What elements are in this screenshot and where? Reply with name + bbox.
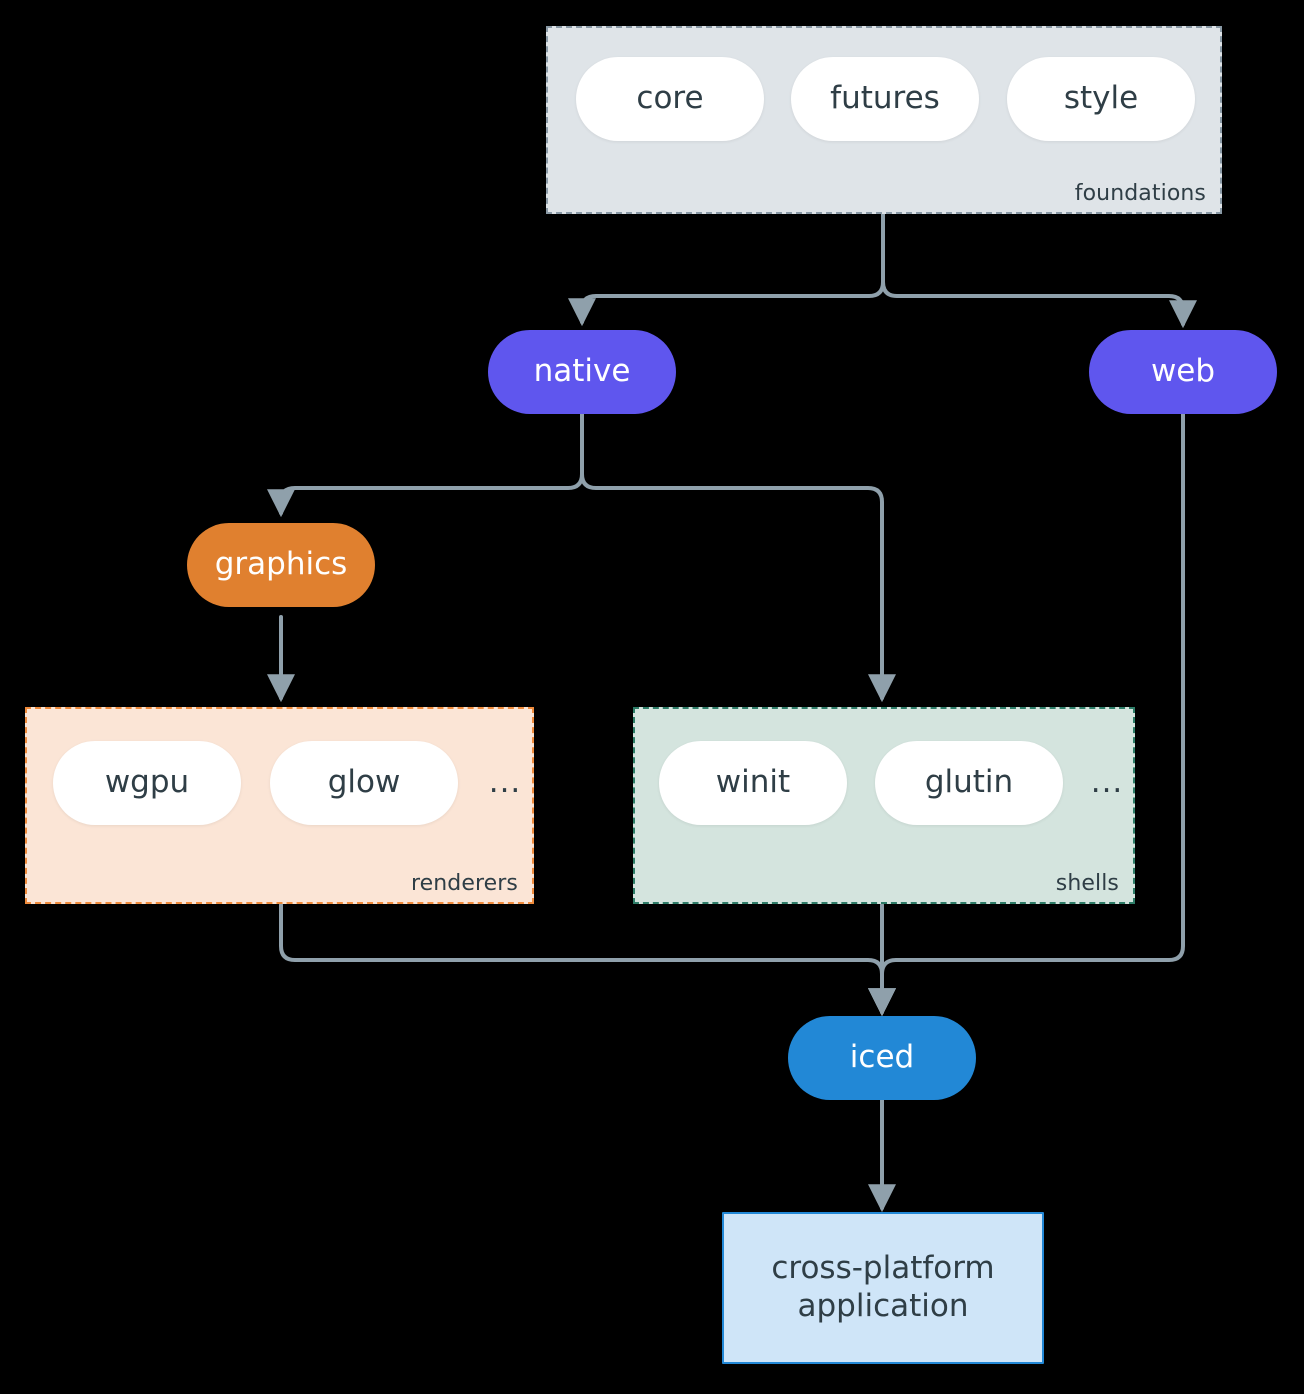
cluster-label-shells: shells — [1055, 871, 1119, 896]
node-shells-more: ... — [1090, 764, 1124, 801]
edge-native-graphics — [267, 412, 584, 518]
edge-foundations-web — [881, 212, 1197, 329]
node-renderers-more: ... — [488, 764, 522, 801]
application-line-2: application — [797, 1288, 969, 1324]
node-glow[interactable]: glow — [270, 741, 458, 825]
node-wgpu[interactable]: wgpu — [53, 741, 241, 825]
node-iced[interactable]: iced — [788, 1016, 976, 1100]
node-native[interactable]: native — [488, 330, 676, 414]
node-style[interactable]: style — [1007, 57, 1195, 141]
node-glutin[interactable]: glutin — [875, 741, 1063, 825]
cluster-foundations: core futures style foundations — [546, 26, 1222, 214]
node-cross-platform-application[interactable]: cross-platform application — [722, 1212, 1044, 1364]
edge-renderers-iced — [279, 903, 896, 1017]
node-web[interactable]: web — [1089, 330, 1277, 414]
node-winit[interactable]: winit — [659, 741, 847, 825]
application-line-1: cross-platform — [771, 1250, 995, 1287]
cluster-label-renderers: renderers — [410, 871, 518, 896]
node-graphics[interactable]: graphics — [187, 523, 375, 607]
cluster-shells: winit glutin ... shells — [633, 707, 1135, 904]
node-core[interactable]: core — [576, 57, 764, 141]
edge-native-shells — [580, 412, 896, 703]
edge-foundations-native — [568, 212, 885, 327]
node-futures[interactable]: futures — [791, 57, 979, 141]
cluster-label-foundations: foundations — [1074, 181, 1206, 206]
cluster-renderers: wgpu glow ... renderers — [25, 707, 534, 904]
